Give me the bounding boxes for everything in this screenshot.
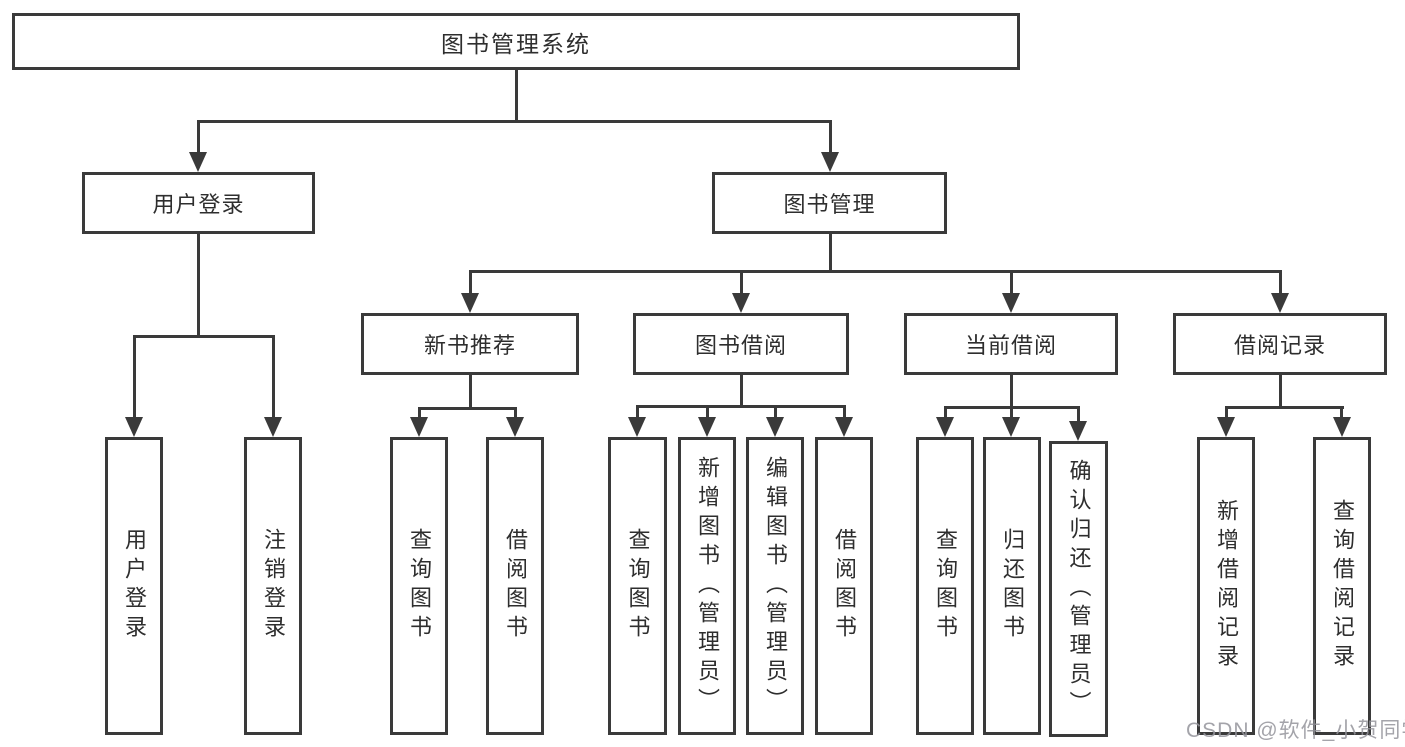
arrow-down-icon [936,417,954,437]
connector-line [636,405,846,408]
leaf-query-book-current: 查询图书 [916,437,974,735]
node-current-borrow: 当前借阅 [904,313,1118,375]
leaf-label: 用户登录 [122,528,147,644]
connector-line [197,120,200,154]
connector-line [1077,406,1080,423]
connector-line [829,120,832,154]
arrow-down-icon [125,417,143,437]
connector-line [636,405,639,419]
leaf-logout: 注销登录 [244,437,302,735]
leaf-label: 查询图书 [407,528,432,644]
leaf-label: 注销登录 [261,528,286,644]
arrow-down-icon [1333,417,1351,437]
leaf-add-book-admin: 新增图书（管理员） [678,437,736,735]
connector-line [740,375,743,407]
arrow-down-icon [628,417,646,437]
leaf-label: 新增借阅记录 [1214,499,1239,673]
node-label: 图书管理 [783,192,876,217]
node-library-system: 图书管理系统 [12,13,1020,70]
leaf-query-book-recommend: 查询图书 [390,437,448,735]
leaf-borrow-book: 借阅图书 [815,437,873,735]
connector-line [1010,270,1013,295]
arrow-down-icon [821,152,839,172]
node-label: 借阅记录 [1233,333,1326,358]
arrow-down-icon [461,293,479,313]
connector-line [469,270,472,295]
connector-line [515,70,518,122]
csdn-watermark: CSDN @软件_小贺同学 [1186,719,1405,742]
connector-line [1279,375,1282,408]
leaf-return-book: 归还图书 [983,437,1041,735]
connector-line [843,405,846,419]
node-book-borrow: 图书借阅 [633,313,849,375]
leaf-query-book-borrow: 查询图书 [608,437,667,735]
leaf-label: 查询图书 [625,528,651,644]
node-new-book-recommend: 新书推荐 [361,313,579,375]
arrow-down-icon [732,293,750,313]
leaf-label: 确认归还（管理员） [1066,458,1092,720]
connector-line [1279,270,1282,295]
connector-line [1340,406,1343,419]
node-label: 新书推荐 [423,333,516,358]
leaf-label: 查询图书 [933,528,958,644]
arrow-down-icon [1217,417,1235,437]
node-label: 图书借阅 [694,333,787,358]
connector-line [829,234,832,272]
arrow-down-icon [698,417,716,437]
node-user-login: 用户登录 [82,172,315,234]
connector-line [944,406,947,419]
arrow-down-icon [410,417,428,437]
arrow-down-icon [506,417,524,437]
arrow-down-icon [264,417,282,437]
node-label: 用户登录 [152,192,245,217]
leaf-label: 借阅图书 [832,528,857,644]
leaf-label: 编辑图书（管理员） [763,455,788,717]
connector-line [197,120,832,123]
connector-line [418,407,517,410]
arrow-down-icon [1271,293,1289,313]
connector-line [197,234,200,337]
connector-line [740,270,743,295]
leaf-add-borrow-record: 新增借阅记录 [1197,437,1255,735]
connector-line [1010,406,1013,419]
connector-line [133,335,136,418]
leaf-label: 归还图书 [1000,528,1025,644]
connector-line [514,407,517,419]
connector-line [469,375,472,409]
connector-line [469,270,1282,273]
leaf-label: 查询借阅记录 [1330,499,1355,673]
arrow-down-icon [1002,417,1020,437]
leaf-label: 借阅图书 [503,528,528,644]
connector-line [1225,406,1228,419]
leaf-edit-book-admin: 编辑图书（管理员） [746,437,804,735]
arrow-down-icon [1002,293,1020,313]
connector-line [133,335,275,338]
node-label: 图书管理系统 [441,30,591,57]
node-borrow-record: 借阅记录 [1173,313,1387,375]
connector-line [1010,375,1013,408]
connector-line [1225,406,1344,409]
arrow-down-icon [189,152,207,172]
arrow-down-icon [766,417,784,437]
arrow-down-icon [835,417,853,437]
node-book-management: 图书管理 [712,172,947,234]
arrow-down-icon [1069,421,1087,441]
connector-line [706,405,709,419]
leaf-confirm-return-admin: 确认归还（管理员） [1049,441,1108,737]
leaf-borrow-book-recommend: 借阅图书 [486,437,544,735]
leaf-query-borrow-record: 查询借阅记录 [1313,437,1371,735]
node-label: 当前借阅 [964,333,1057,358]
connector-line [418,407,421,419]
leaf-label: 新增图书（管理员） [695,455,720,717]
connector-line [272,335,275,418]
connector-line [774,405,777,419]
leaf-user-login: 用户登录 [105,437,163,735]
